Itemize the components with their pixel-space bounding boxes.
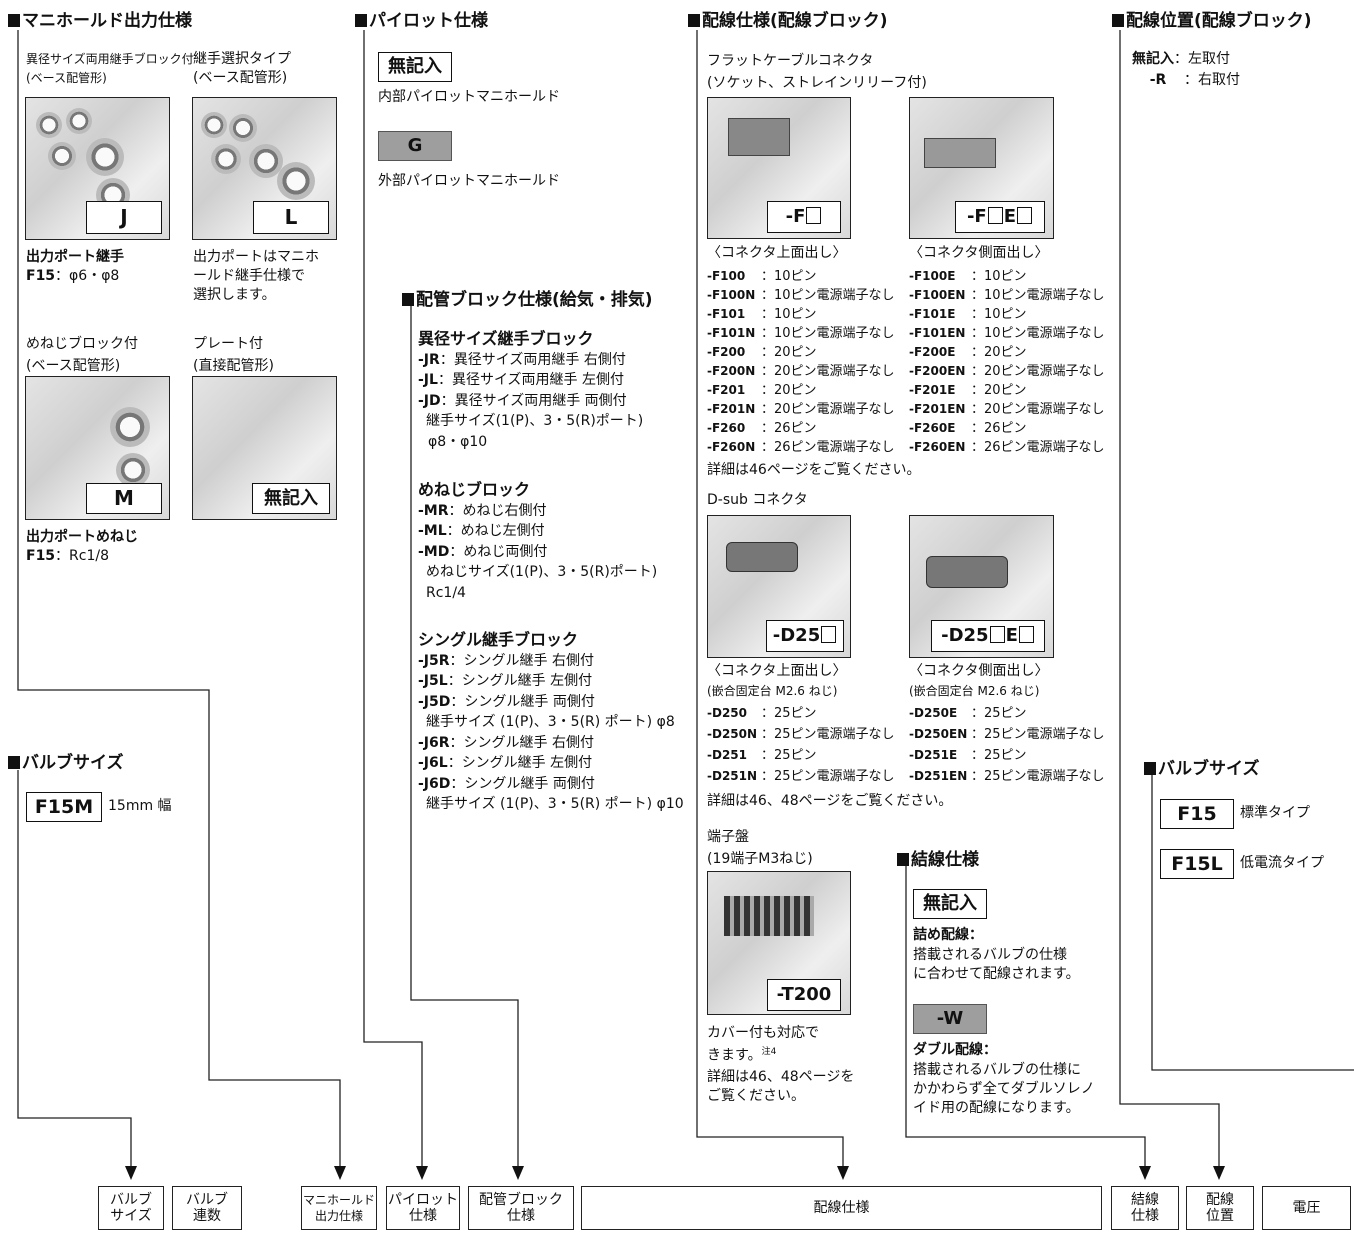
manifold-output-heading: マニホールド出力仕様	[8, 6, 192, 31]
code-label-flat-top: -F	[767, 201, 841, 233]
manifold-desc-title-m: 出力ポートめねじ	[26, 528, 138, 547]
valve-size-heading-right: バルブサイズ	[1144, 754, 1260, 779]
connection-name-compact: 詰め配線：	[913, 926, 983, 945]
code-label-terminal: -T200	[767, 979, 841, 1011]
dsub-sub-side: 〈コネクタ側面出し〉	[909, 662, 1048, 681]
valve-size-desc-standard: 標準タイプ	[1240, 804, 1310, 823]
code-label-m: M	[86, 483, 162, 514]
bottom-box-wiring-position: 配線 位置	[1186, 1186, 1254, 1230]
dsub-fix-side: (嵌合固定台 M2.6 ねじ)	[909, 682, 1039, 701]
valve-size-desc-low-current: 低電流タイプ	[1240, 854, 1324, 873]
pilot-code-external: G	[378, 131, 452, 161]
flat-top-list: -F100：10ピン -F100N：10ピン電源端子なし -F101：10ピン …	[707, 267, 895, 457]
dsub-fix-top: (嵌合固定台 M2.6 ねじ)	[707, 682, 837, 701]
manifold-caption-l: 継手選択タイプ (ベース配管形)	[193, 50, 291, 88]
valve-size-code-left: F15M	[26, 792, 102, 822]
wiring-position-heading: 配線位置(配線ブロック)	[1112, 6, 1312, 31]
bottom-box-wiring: 配線仕様	[581, 1186, 1102, 1230]
valve-size-desc-left: 15mm 幅	[108, 797, 172, 816]
flat-sub-side: 〈コネクタ側面出し〉	[909, 244, 1048, 263]
pilot-desc-external: 外部パイロットマニホールド	[378, 172, 560, 191]
piping-group-title: 異径サイズ継手ブロック	[418, 329, 643, 350]
flat-side-list: -F100E：10ピン -F100EN：10ピン電源端子なし -F101E：10…	[909, 267, 1105, 457]
valve-size-heading-left: バルブサイズ	[8, 748, 124, 773]
bottom-box-manifold-output: マニホールド 出力仕様	[301, 1186, 377, 1230]
piping-group-thread: めねじブロック -MR：めねじ右側付 -ML：めねじ左側付 -MD：めねじ両側付…	[418, 480, 657, 603]
valve-size-code-low-current: F15L	[1160, 849, 1234, 879]
bottom-box-connection: 結線 仕様	[1111, 1186, 1179, 1230]
dsub-side-list: -D250E：25ピン -D250EN：25ピン電源端子なし -D251E：25…	[909, 703, 1105, 787]
wiring-position-left: 無記入：左取付	[1132, 50, 1230, 69]
pilot-desc-internal: 内部パイロットマニホールド	[378, 88, 560, 107]
piping-block-heading: 配管ブロック仕様(給気・排気)	[402, 285, 653, 310]
terminal-note1: カバー付も対応で きます。注4	[707, 1024, 819, 1066]
connection-heading: 結線仕様	[897, 845, 979, 870]
connection-desc-compact: 搭載されるバルブの仕様 に合わせて配線されます。	[913, 946, 1080, 984]
piping-group-fitting: 異径サイズ継手ブロック -JR：異径サイズ両用継手 右側付 -JL：異径サイズ両…	[418, 329, 643, 452]
dsub-sub-top: 〈コネクタ上面出し〉	[707, 662, 846, 681]
connection-name-double: ダブル配線：	[913, 1041, 997, 1060]
manifold-desc-m: F15：Rc1/8	[26, 547, 109, 566]
dsub-top-list: -D250：25ピン -D250N：25ピン電源端子なし -D251：25ピン …	[707, 703, 895, 787]
manifold-caption-m: めねじブロック付 (ベース配管形)	[26, 333, 138, 377]
manifold-caption-j: 異径サイズ両用継手ブロック付 (ベース配管形)	[26, 50, 194, 88]
flat-cable-caption: フラットケーブルコネクタ (ソケット、ストレインリリーフ付)	[707, 50, 927, 94]
piping-group-title: シングル継手ブロック	[418, 630, 684, 651]
terminal-caption: 端子盤 (19端子M3ねじ)	[707, 826, 813, 870]
piping-group-title: めねじブロック	[418, 480, 657, 501]
bottom-box-valve-size: バルブ サイズ	[98, 1186, 164, 1230]
connection-code-double: -W	[913, 1004, 987, 1034]
code-label-dsub-top: -D25	[766, 620, 844, 652]
valve-size-code-standard: F15	[1160, 799, 1234, 829]
connection-desc-double: 搭載されるバルブの仕様に かかわらず全てダブルソレノ イド用の配線になります。	[913, 1061, 1095, 1118]
pilot-code-internal: 無記入	[378, 52, 452, 82]
code-label-l: L	[253, 201, 329, 234]
manifold-caption-plate: プレート付 (直接配管形)	[193, 333, 274, 377]
bottom-box-valve-count: バルブ 連数	[172, 1186, 242, 1230]
manifold-desc-title-j: 出力ポート継手	[26, 248, 124, 267]
dsub-note: 詳細は46、48ページをご覧ください。	[707, 792, 952, 811]
flat-sub-top: 〈コネクタ上面出し〉	[707, 244, 846, 263]
code-label-plate: 無記入	[252, 483, 330, 514]
pilot-heading: パイロット仕様	[355, 6, 488, 31]
piping-group-single: シングル継手ブロック -J5R：シングル継手 右側付 -J5L：シングル継手 左…	[418, 630, 684, 815]
manifold-desc-l: 出力ポートはマニホ ールド継手仕様で 選択します。	[193, 248, 319, 305]
wiring-position-right: -R：右取付	[1132, 71, 1240, 90]
wiring-heading: 配線仕様(配線ブロック)	[688, 6, 888, 31]
bottom-box-voltage: 電圧	[1262, 1186, 1351, 1230]
code-label-j: J	[86, 201, 162, 234]
connection-code-compact: 無記入	[913, 889, 987, 919]
flat-note: 詳細は46ページをご覧ください。	[707, 461, 921, 480]
bottom-box-pilot: パイロット 仕様	[386, 1186, 460, 1230]
dsub-caption: D-sub コネクタ	[707, 491, 808, 510]
manifold-desc-j: F15：φ6・φ8	[26, 267, 119, 286]
terminal-note2: 詳細は46、48ページを ご覧ください。	[707, 1068, 854, 1106]
bottom-box-piping-block: 配管ブロック 仕様	[468, 1186, 574, 1230]
